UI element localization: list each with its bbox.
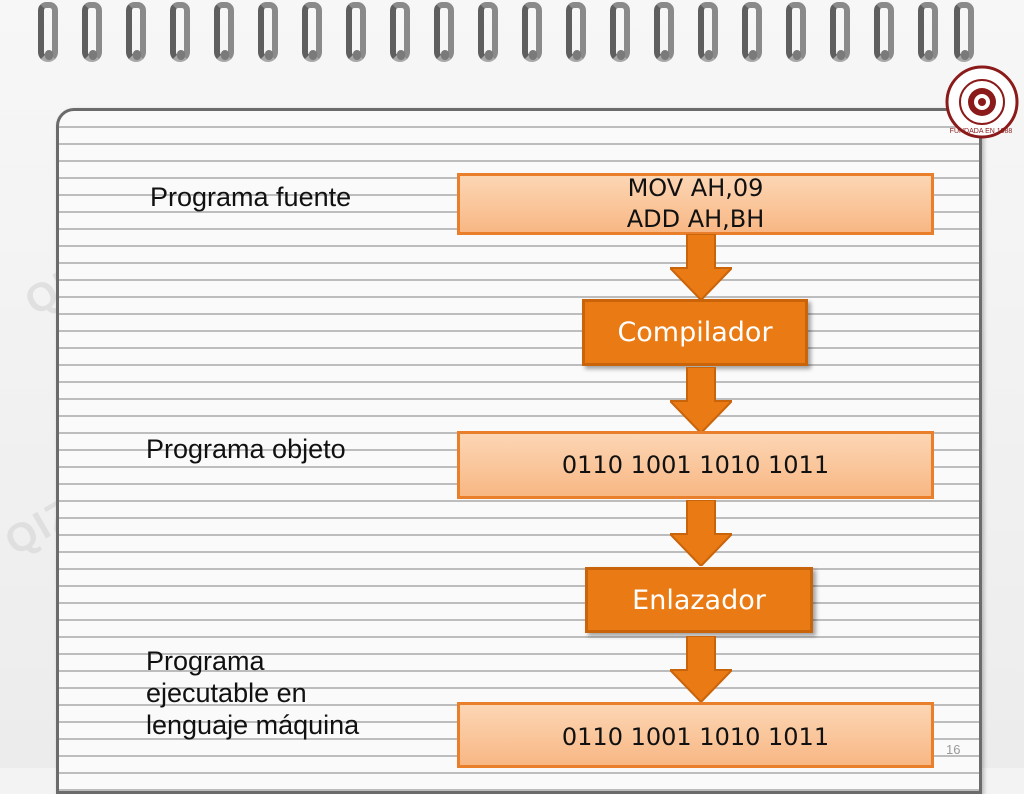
spiral-ring (698, 2, 718, 62)
down-arrow-icon (670, 500, 732, 566)
spiral-ring (522, 2, 542, 62)
source-code-box: MOV AH,09 ADD AH,BH (457, 173, 934, 235)
spiral-ring (610, 2, 630, 62)
object-program-label: Programa objeto (146, 434, 346, 464)
spiral-ring (302, 2, 322, 62)
spiral-ring (918, 2, 938, 62)
executable-label-line: ejecutable en (146, 677, 307, 708)
spiral-ring (258, 2, 278, 62)
spiral-ring (434, 2, 454, 62)
spiral-ring (346, 2, 366, 62)
spiral-ring (170, 2, 190, 62)
spiral-ring (478, 2, 498, 62)
source-code-line: MOV AH,09 (627, 173, 764, 202)
executable-program-label: Programa ejecutable en lenguaje máquina (146, 646, 359, 742)
spiral-ring (566, 2, 586, 62)
spiral-ring (830, 2, 850, 62)
spiral-binding (38, 2, 978, 64)
down-arrow-icon (670, 234, 732, 300)
executable-code-box: 0110 1001 1010 1011 (457, 702, 934, 768)
spiral-ring (38, 2, 58, 62)
executable-label-line: lenguaje máquina (146, 709, 360, 740)
university-seal-icon (945, 65, 1019, 139)
executable-label-line: Programa (146, 646, 265, 676)
spiral-ring (390, 2, 410, 62)
logo-caption: FUNDADA EN 1988 (949, 128, 1013, 135)
source-program-label: Programa fuente (150, 182, 352, 212)
compiler-box: Compilador (582, 299, 808, 366)
object-code-box: 0110 1001 1010 1011 (457, 431, 934, 499)
spiral-ring (214, 2, 234, 62)
down-arrow-icon (670, 367, 732, 433)
linker-box: Enlazador (585, 567, 813, 633)
spiral-ring (786, 2, 806, 62)
spiral-ring (82, 2, 102, 62)
spiral-ring (126, 2, 146, 62)
spiral-ring (654, 2, 674, 62)
source-code-line: ADD AH,BH (626, 205, 765, 233)
spiral-ring (874, 2, 894, 62)
spiral-ring (742, 2, 762, 62)
university-logo (944, 64, 1020, 140)
down-arrow-icon (670, 636, 732, 702)
spiral-ring (954, 2, 974, 62)
page-number: 16 (946, 742, 961, 757)
